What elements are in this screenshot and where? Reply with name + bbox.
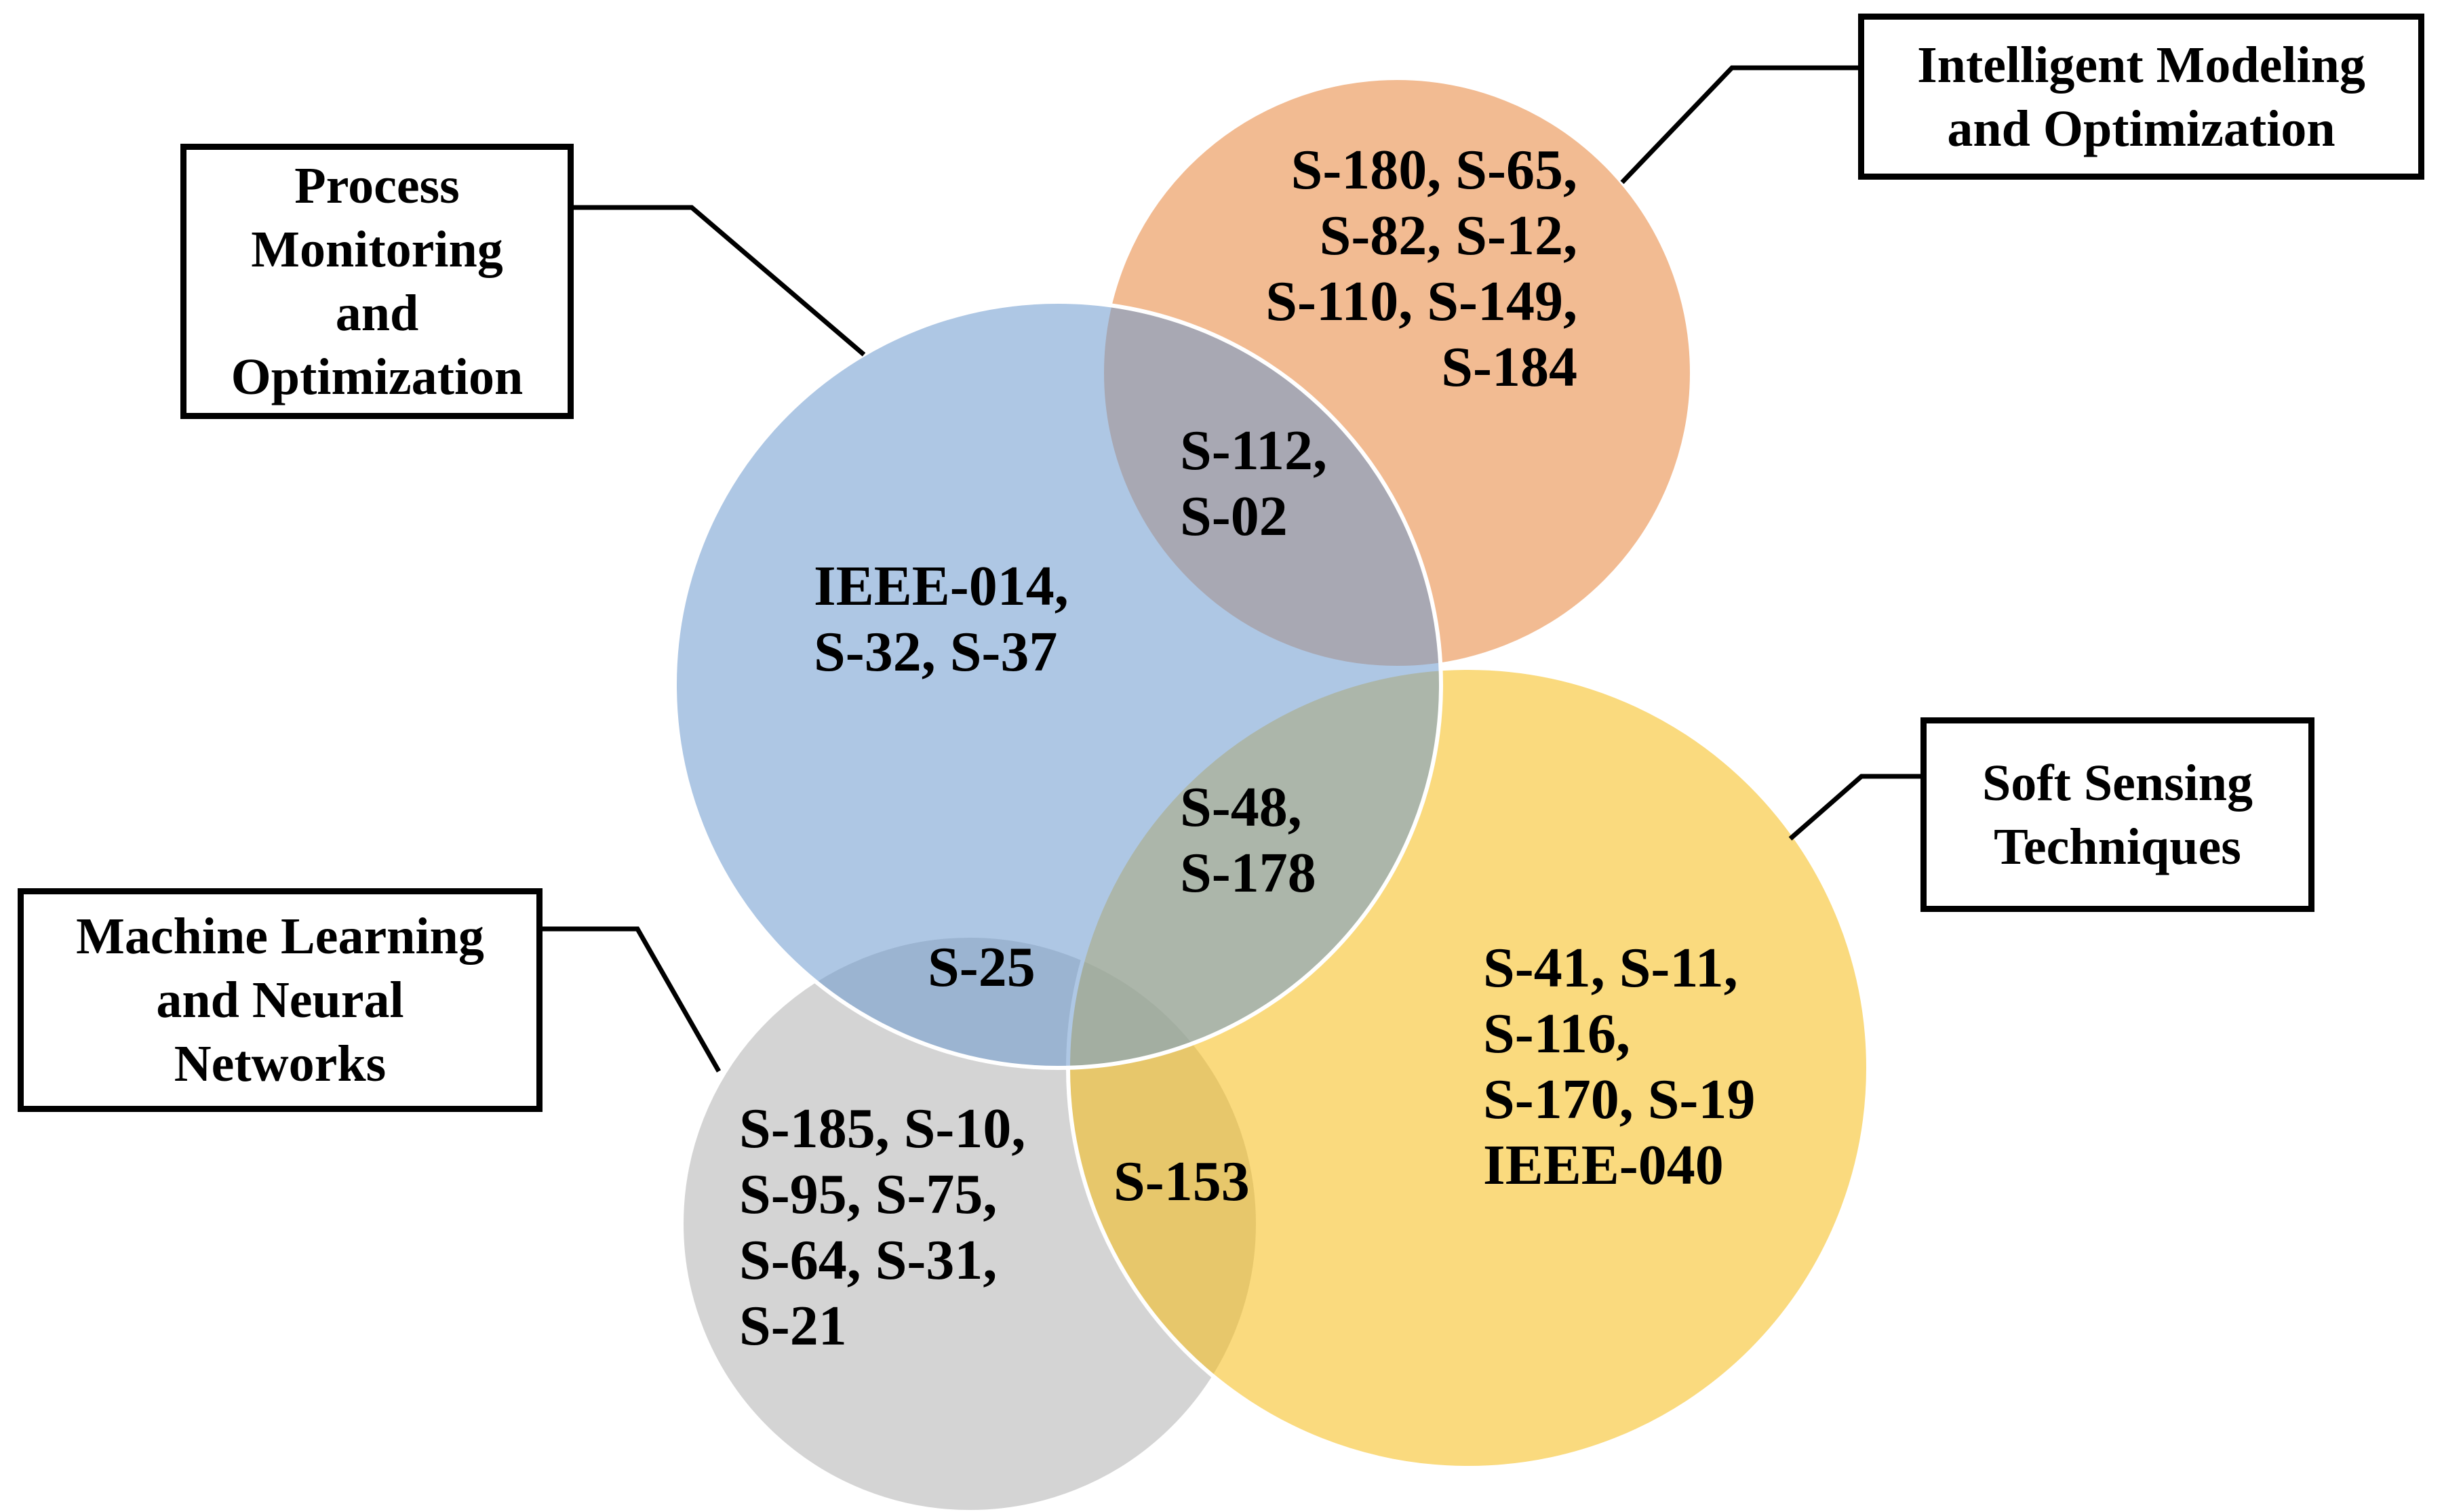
connector-soft-sensing bbox=[1788, 774, 1920, 841]
connector-machine-learning bbox=[543, 926, 722, 1073]
connector-process-monitoring bbox=[574, 205, 866, 357]
circle-process-monitoring bbox=[673, 300, 1443, 1070]
items-machine-x-soft: S-153 bbox=[1113, 1150, 1250, 1213]
label-box-soft-sensing: Soft Sensing Techniques bbox=[1920, 717, 2314, 912]
items-machine-learning: S-185, S-10, S-95, S-75, S-64, S-31, S-2… bbox=[739, 1097, 1026, 1357]
items-soft-sensing: S-41, S-11, S-116, S-170, S-19 IEEE-040 bbox=[1483, 936, 1756, 1197]
items-process-x-machine: S-25 bbox=[928, 936, 1036, 999]
items-intelligent-modeling: S-180, S-65, S-82, S-12, S-110, S-149, S… bbox=[1265, 138, 1577, 399]
items-process-x-soft: S-48, S-178 bbox=[1180, 776, 1316, 904]
label-box-machine-learning: Machine Learning and Neural Networks bbox=[18, 888, 543, 1112]
items-process-monitoring: IEEE-014, S-32, S-37 bbox=[814, 555, 1069, 683]
items-process-x-intelligent: S-112, S-02 bbox=[1180, 419, 1328, 548]
label-box-intelligent-modeling: Intelligent Modeling and Optimization bbox=[1858, 14, 2424, 180]
connector-intelligent-modeling bbox=[1620, 65, 1858, 184]
label-box-process-monitoring: Process Monitoring and Optimization bbox=[180, 144, 574, 419]
